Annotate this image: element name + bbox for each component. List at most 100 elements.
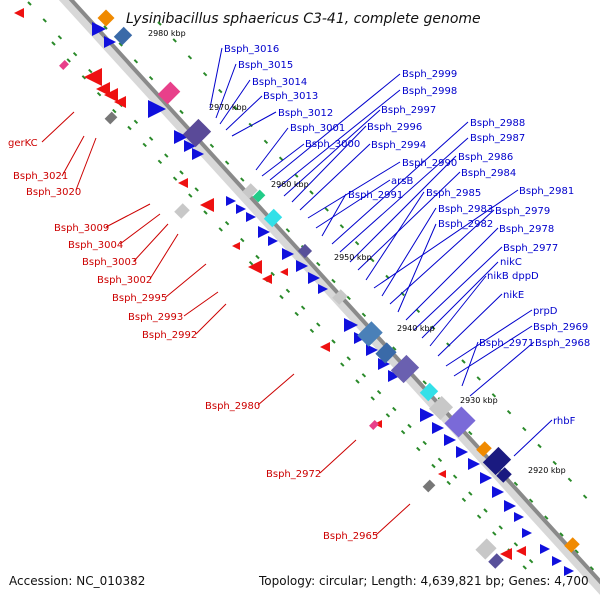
gene-label[interactable]: Bsph_3013 [263,91,318,102]
leader-lines-right [209,47,553,457]
gene-label[interactable]: gerKC [8,138,38,149]
gene-label[interactable]: Bsph_2969 [533,322,588,333]
tick-mark [376,389,382,395]
gene-label[interactable]: nikB [487,271,509,282]
gene-arrow [268,236,278,246]
gene-label[interactable]: nikC [500,257,522,268]
leader-line [299,143,371,211]
gene-label[interactable]: Bsph_2965 [323,531,378,542]
gene-arrow [280,268,288,276]
gene-box [428,395,454,421]
gene-label[interactable]: Bsph_2992 [142,330,197,341]
tick-mark [233,105,238,111]
tick-mark [209,143,215,149]
gene-arrow [564,566,574,576]
gene-label[interactable]: Bsph_3009 [54,223,109,234]
gene-label[interactable]: Bsph_2988 [470,118,525,129]
gene-label[interactable]: Bsph_2986 [458,152,513,163]
tick-mark [57,35,63,40]
gene-label[interactable]: Bsph_2994 [371,140,426,151]
gene-label[interactable]: Bsph_3020 [26,187,81,198]
gene-label[interactable]: Bsph_3000 [305,139,360,150]
gene-arrow [262,274,272,284]
gene-arrow [96,82,110,96]
gene-label[interactable]: rhbF [553,416,576,427]
gene-arrow [14,8,24,18]
gene-label[interactable]: prpD [533,306,558,317]
gene-arrow [388,370,400,382]
scale-label-2980: 2980 kbp [148,29,186,38]
gene-label[interactable]: Bsph_2971 [479,338,534,349]
gene-label[interactable]: Bsph_2987 [470,133,525,144]
gene-box [564,537,580,553]
tick-mark [416,446,421,452]
gene-arrow [148,100,166,118]
gene-label[interactable]: Bsph_3003 [82,257,137,268]
gene-arrow [236,204,246,214]
scale-label-2960: 2960 kbp [271,180,309,189]
gene-box [157,81,181,105]
gene-label[interactable]: Bsph_2990 [402,158,457,169]
tick-mark [27,1,32,6]
gene-label[interactable]: Bsph_2968 [535,338,590,349]
gene-label[interactable]: Bsph_3012 [278,108,333,119]
tick-mark [422,440,427,446]
tick-mark [255,254,260,260]
gene-label[interactable]: Bsph_2979 [495,206,550,217]
tick-mark [300,305,306,310]
gene-label[interactable]: Bsph_3015 [238,60,293,71]
gene-label[interactable]: Bsph_2983 [438,204,493,215]
gene-label[interactable]: Bsph_3014 [252,77,307,88]
gene-arrow [540,544,550,554]
gene-label[interactable]: Bsph_2996 [367,122,422,133]
gene-label[interactable]: Bsph_2981 [519,186,574,197]
gene-arrow [282,248,294,260]
tick-mark [528,498,534,503]
tick-mark [133,119,139,125]
scale-label-2940: 2940 kbp [397,324,435,333]
gene-label[interactable]: Bsph_2980 [205,401,260,412]
gene-label[interactable]: Bsph_2999 [402,69,457,80]
gene-label[interactable]: Bsph_2984 [461,168,516,179]
gene-label[interactable]: Bsph_2993 [128,312,183,323]
gene-box [390,354,420,384]
tick-mark [437,457,443,463]
gene-label[interactable]: Bsph_2978 [499,224,554,235]
gene-arrow [516,546,526,556]
tick-mark [461,359,466,364]
gene-label[interactable]: Bsph_2977 [503,243,558,254]
gene-label[interactable]: nikE [503,290,524,301]
gene-label[interactable]: Bsph_3002 [97,275,152,286]
gene-label[interactable]: Bsph_3016 [224,44,279,55]
gene-label[interactable]: arsB [391,176,413,187]
leader-line [307,161,401,219]
gene-label[interactable]: Bsph_2997 [381,105,436,116]
tick-mark [51,41,56,46]
gene-label[interactable]: Bsph_2998 [402,86,457,97]
tick-mark [96,91,102,97]
gene-label[interactable]: Bsph_2982 [438,219,493,230]
leader-line [445,309,533,367]
gene-label[interactable]: dppD [512,271,539,282]
gene-arrow [320,342,330,352]
gene-label[interactable]: Bsph_2991 [348,190,403,201]
gene-arrow [308,272,320,284]
tick-mark [279,294,284,300]
tick-mark [361,373,367,378]
tick-mark [240,237,245,243]
gene-label[interactable]: Bsph_3001 [290,123,345,134]
tick-mark [316,322,321,327]
leader-line [365,191,425,281]
gene-label[interactable]: Bsph_3004 [68,240,123,251]
gene-label[interactable]: Bsph_2995 [112,293,167,304]
leader-line [215,63,237,119]
leader-line [321,193,347,237]
leader-line [513,419,553,457]
leader-line [283,109,381,197]
scale-label-2930: 2930 kbp [460,396,498,405]
gene-label[interactable]: Bsph_2972 [266,469,321,480]
gene-label[interactable]: Bsph_3021 [13,171,68,182]
gene-label[interactable]: Bsph_2985 [426,188,481,199]
gene-arrow [468,458,480,470]
gene-arrow [184,140,196,152]
